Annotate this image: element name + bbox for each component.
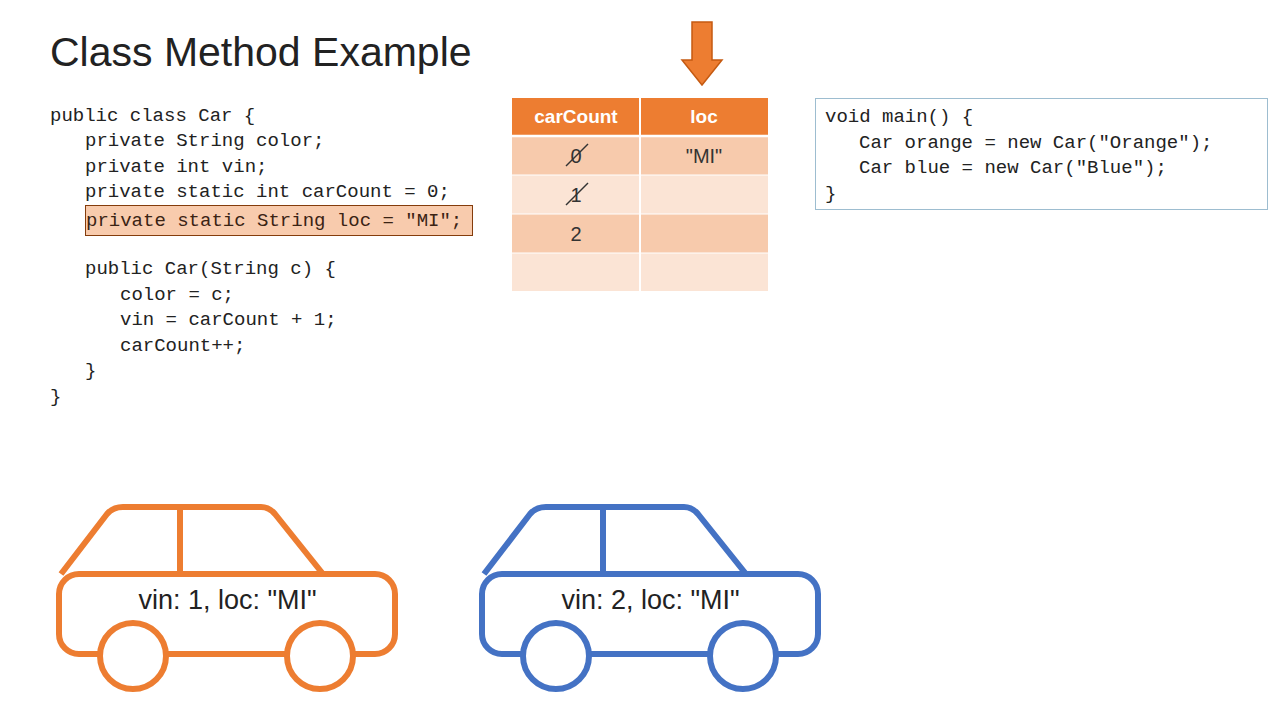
code-line: } xyxy=(825,182,836,206)
car-caption: vin: 2, loc: "MI" xyxy=(478,586,823,614)
car-roof xyxy=(484,507,746,574)
table-cell: "MI" xyxy=(642,144,766,168)
table-rule xyxy=(512,253,768,254)
car-caption: vin: 1, loc: "MI" xyxy=(55,586,400,614)
code-line: Car orange = new Car("Orange"); xyxy=(859,131,1212,155)
code-line: private static int carCount = 0; xyxy=(85,180,450,204)
code-line: vin = carCount + 1; xyxy=(120,308,337,332)
car-wheel xyxy=(100,623,166,689)
table-cell: 2 xyxy=(514,222,638,246)
car-wheel xyxy=(710,623,776,689)
code-line: color = c; xyxy=(120,283,234,307)
table-cell: 1 xyxy=(514,183,638,207)
code-line: carCount++; xyxy=(120,334,245,358)
table-rule xyxy=(639,98,641,291)
highlight-box: private static String loc = "MI"; xyxy=(85,205,473,236)
car-wheel xyxy=(287,623,353,689)
table-rule xyxy=(512,214,768,215)
code-line: private int vin; xyxy=(85,155,267,179)
code-box: void main() {Car orange = new Car("Orang… xyxy=(815,98,1268,210)
pointer-arrow xyxy=(682,22,722,85)
code-line: } xyxy=(50,385,61,409)
code-line: private static String loc = "MI"; xyxy=(86,209,462,233)
code-line: public Car(String c) { xyxy=(85,257,336,281)
code-line: } xyxy=(85,359,96,383)
slide-title: Class Method Example xyxy=(50,26,472,78)
car-roof xyxy=(61,507,323,574)
table-rule xyxy=(512,135,768,138)
code-line: Car blue = new Car("Blue"); xyxy=(859,156,1167,180)
static-table xyxy=(512,98,768,291)
table-header-cell: carCount xyxy=(514,105,638,129)
code-line: private String color; xyxy=(85,129,324,153)
car-wheel xyxy=(523,623,589,689)
table-header-cell: loc xyxy=(642,105,766,129)
table-rule xyxy=(512,175,768,176)
car-pillar xyxy=(600,507,606,574)
car-shape: vin: 1, loc: "MI" xyxy=(55,500,400,700)
table-cell: 0 xyxy=(514,144,638,168)
code-line: public class Car { xyxy=(50,104,255,128)
car-shape: vin: 2, loc: "MI" xyxy=(478,500,823,700)
car-pillar xyxy=(177,507,183,574)
code-line: void main() { xyxy=(825,105,973,129)
